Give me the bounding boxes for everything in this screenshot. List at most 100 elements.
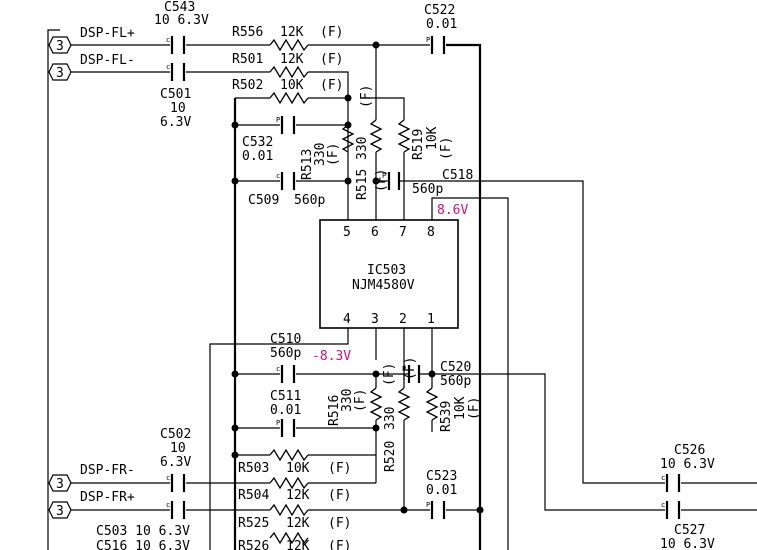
capacitors <box>170 36 681 519</box>
r502-ref: R502 <box>232 78 263 93</box>
ic-body <box>319 219 459 329</box>
c502-value-1: 10 <box>170 441 186 456</box>
pin-marker-fl-minus: 3 <box>56 66 64 81</box>
c526-ref: C526 <box>674 443 705 458</box>
r516-node-mark: (F) <box>382 363 397 386</box>
c511-ref: C511 <box>270 389 301 404</box>
c532-value: 0.01 <box>242 149 273 164</box>
input-label-fl-minus: DSP-FL- <box>80 53 135 68</box>
c511-value: 0.01 <box>270 403 301 418</box>
r516-value: 330 <box>340 389 355 412</box>
pol-c503: c <box>166 501 170 509</box>
r519-ref: R519 <box>411 129 426 160</box>
r502-mark: (F) <box>320 78 343 93</box>
c516-line: C516 10 6.3V <box>96 539 190 550</box>
c501-ref: C501 <box>160 87 191 102</box>
pol-c522: P <box>426 36 430 44</box>
c509-ref: C509 <box>248 193 279 208</box>
r526-value: 12K <box>286 539 310 550</box>
c543-value: 10 6.3V <box>154 13 209 28</box>
c520-value: 560p <box>440 374 471 389</box>
r539-ref: R539 <box>439 401 454 432</box>
polarity-marks: c c P P c P c P P c c P c c <box>166 36 665 509</box>
c532-ref: C532 <box>242 135 273 150</box>
ic-pin-4: 4 <box>343 312 351 327</box>
r525-mark: (F) <box>328 516 351 531</box>
c501-value-2: 6.3V <box>160 115 191 130</box>
c501-value-1: 10 <box>170 101 186 116</box>
r502-value: 10K <box>280 78 304 93</box>
component-labels: C543 10 6.3V R556 12K (F) R501 12K (F) R… <box>96 0 715 550</box>
pin-markers: 3 3 3 3 <box>48 36 72 519</box>
r513-mark: (F) <box>326 143 341 166</box>
pol-c510: c <box>276 365 280 373</box>
ic-pin-6: 6 <box>371 225 379 240</box>
pin-marker-fl-plus: 3 <box>56 39 64 54</box>
junction-dots <box>231 41 484 514</box>
c510-ref: C510 <box>270 332 301 347</box>
ic-pin-5: 5 <box>343 225 351 240</box>
r516-ref: R516 <box>327 395 342 426</box>
c518-mark: (F) <box>374 169 389 192</box>
c527-value: 10 6.3V <box>660 537 715 550</box>
c518-value: 560p <box>412 182 443 197</box>
r515-ref: R515 <box>355 169 370 200</box>
pin-marker-fr-minus: 3 <box>56 477 64 492</box>
ic-part: NJM4580V <box>352 278 415 293</box>
r539-mark: (F) <box>467 397 482 420</box>
c520-mark: (F) <box>403 357 418 380</box>
input-label-fr-plus: DSP-FR+ <box>80 490 135 505</box>
pin-marker-fr-plus: 3 <box>56 504 64 519</box>
pol-c520: P <box>402 365 406 373</box>
r513-value: 330 <box>313 143 328 166</box>
wires <box>47 29 757 550</box>
c522-ref: C522 <box>424 3 455 18</box>
r520-value: 330 <box>383 407 398 430</box>
r520-ref: R520 <box>383 441 398 472</box>
r504-value: 12K <box>286 488 310 503</box>
pol-c501: c <box>166 63 170 71</box>
pol-c532: P <box>276 116 280 124</box>
c527-ref: C527 <box>674 523 705 538</box>
r526-ref: R526 <box>238 539 269 550</box>
r502-vertical-mark: (F) <box>359 85 374 108</box>
r525-value: 12K <box>286 516 310 531</box>
r515-value: 330 <box>355 137 370 160</box>
r501-mark: (F) <box>320 52 343 67</box>
ic-pin-2: 2 <box>399 312 407 327</box>
r556-ref: R556 <box>232 25 263 40</box>
r519-mark: (F) <box>439 137 454 160</box>
r526-mark: (F) <box>328 539 351 550</box>
r513-ref: R513 <box>300 149 315 180</box>
pol-c526: c <box>661 474 665 482</box>
resistors <box>269 38 439 545</box>
r504-mark: (F) <box>328 488 351 503</box>
c502-value-2: 6.3V <box>160 455 191 470</box>
input-label-fl-plus: DSP-FL+ <box>80 26 135 41</box>
r504-ref: R504 <box>238 488 269 503</box>
vertical-labels: (F) R513 330 (F) R515 330 R519 10K (F) (… <box>300 85 482 472</box>
r556-mark: (F) <box>320 25 343 40</box>
r525-ref: R525 <box>238 516 269 531</box>
pol-c502: c <box>166 474 170 482</box>
r501-value: 12K <box>280 52 304 67</box>
c543-ref: C543 <box>164 0 195 15</box>
pol-c511: P <box>276 419 280 427</box>
voltage-positive: 8.6V <box>437 203 468 218</box>
pol-c527: c <box>661 501 665 509</box>
pol-c523: P <box>426 501 430 509</box>
ic-pin-3: 3 <box>371 312 379 327</box>
c518-ref: C518 <box>442 168 473 183</box>
voltage-negative: -8.3V <box>312 349 351 364</box>
c526-value: 10 6.3V <box>660 457 715 472</box>
r503-value: 10K <box>286 461 310 476</box>
r503-ref: R503 <box>238 461 269 476</box>
c522-value: 0.01 <box>426 17 457 32</box>
pol-c509: c <box>276 172 280 180</box>
c510-value: 560p <box>270 346 301 361</box>
r516-mark: (F) <box>353 389 368 412</box>
c509-value: 560p <box>294 193 325 208</box>
c503-line: C503 10 6.3V <box>96 524 190 539</box>
r501-ref: R501 <box>232 52 263 67</box>
